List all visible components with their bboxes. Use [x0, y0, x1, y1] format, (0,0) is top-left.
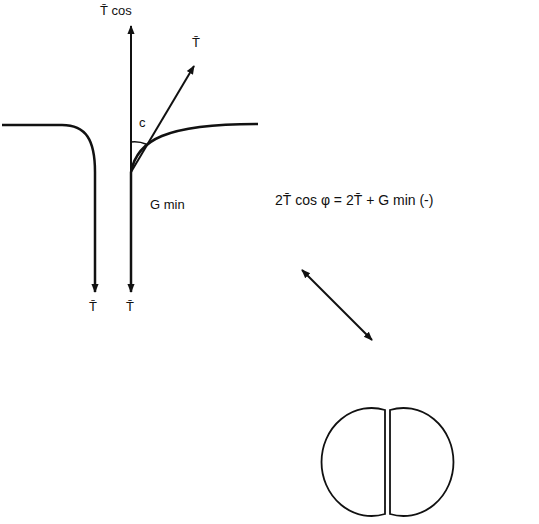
force-label: G min: [150, 198, 185, 213]
tcos-arrow: [130, 26, 132, 172]
membrane-curve: [2, 125, 95, 292]
force-label: T̄ cos: [100, 4, 132, 19]
tension-arrow: [131, 66, 194, 172]
equation-label: 2T̄ cos φ = 2T̄ + G min (-): [275, 192, 433, 208]
force-label: T̄: [89, 300, 97, 315]
force-label: T̄: [126, 300, 134, 315]
angle-arc: [131, 142, 147, 145]
tension-arrow: [130, 172, 133, 292]
force-label: T̄: [192, 36, 200, 51]
membrane-curve: [131, 124, 258, 172]
cell-lobe: [322, 408, 385, 516]
double-arrow: [302, 270, 372, 340]
cell-lobe: [390, 408, 453, 516]
angle-label: c: [139, 116, 146, 131]
